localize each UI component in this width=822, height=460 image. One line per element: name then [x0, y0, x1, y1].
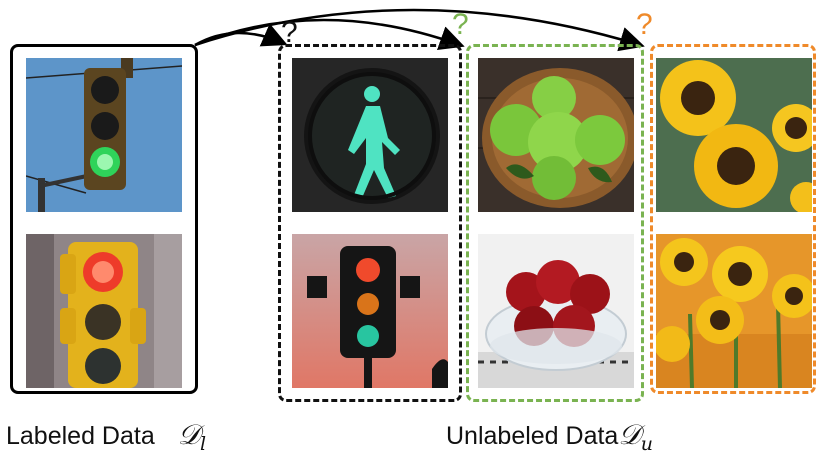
labeled-data-caption: Labeled Data 𝒟l: [6, 418, 206, 455]
question-mark-sunflowers: ?: [636, 8, 653, 41]
unlabeled-data-caption: Unlabeled Data𝒟u: [446, 418, 653, 455]
question-mark-apples: ?: [452, 8, 469, 41]
traffic-light-green-icon: [26, 58, 182, 212]
sunflowers-icon: [656, 58, 812, 212]
sunflower-field-icon: [656, 234, 812, 388]
unlabeled-data-text: Unlabeled Data: [446, 422, 619, 450]
sunflowers-group-box: [650, 44, 816, 394]
pedestrian-lights-group-box: [278, 44, 462, 402]
arrow-to-sunflowers-group: [194, 8, 645, 52]
labeled-data-text: Labeled Data: [6, 422, 155, 450]
traffic-light-red-icon: [26, 234, 182, 388]
green-apples-icon: [478, 58, 634, 212]
labeled-data-symbol: 𝒟l: [177, 418, 207, 455]
red-apples-icon: [478, 234, 634, 388]
question-mark-pedestrian: ?: [281, 16, 298, 49]
traffic-light-sunset-icon: [292, 234, 448, 388]
arrow-to-apples-group: [194, 18, 465, 51]
labeled-data-box: [10, 44, 198, 394]
pedestrian-signal-icon: [292, 58, 448, 212]
unlabeled-data-symbol: 𝒟u: [618, 418, 653, 455]
apples-group-box: [466, 44, 644, 402]
